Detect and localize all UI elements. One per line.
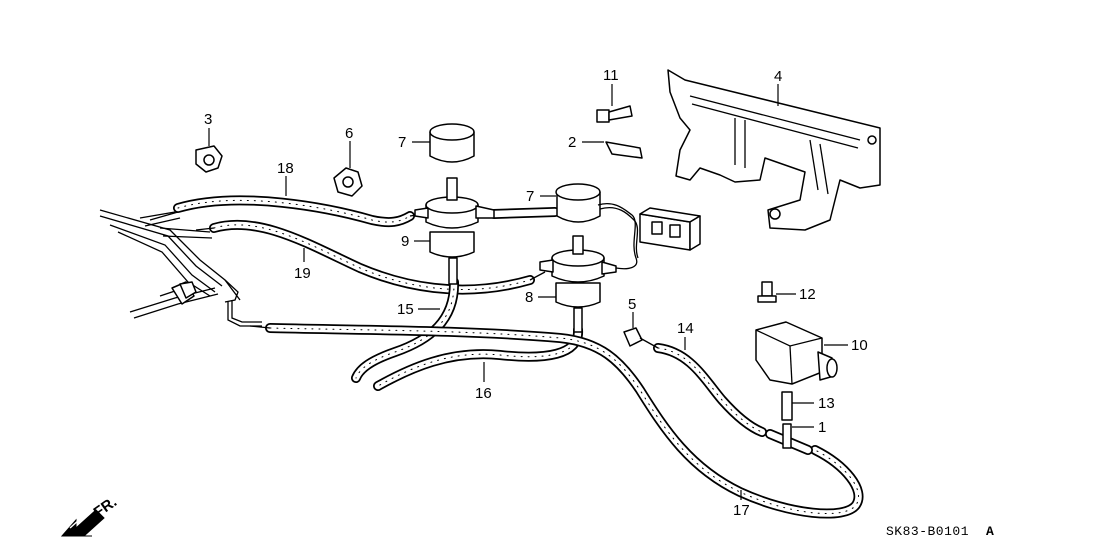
bolt-12 bbox=[757, 281, 777, 303]
map-sensor-10 bbox=[755, 321, 838, 385]
diagram-code-suffix: A bbox=[986, 524, 994, 539]
callout-13: 13 bbox=[818, 395, 835, 412]
electrical-connector bbox=[639, 207, 701, 251]
callout-3: 3 bbox=[204, 111, 212, 128]
callout-16: 16 bbox=[475, 385, 492, 402]
diagram-code-block: SK83-B0101 A bbox=[886, 524, 994, 539]
front-direction-indicator: FR. bbox=[60, 493, 120, 537]
tube-1 bbox=[782, 423, 792, 449]
front-direction-arrow-icon bbox=[60, 509, 105, 537]
bracket-4 bbox=[667, 69, 881, 231]
hose-14 bbox=[653, 343, 767, 437]
hose-clamp-on-tubes bbox=[171, 281, 197, 305]
callout-1: 1 bbox=[818, 419, 826, 436]
callout-labels: 1 2 3 4 5 6 7 7 8 9 10 11 12 13 14 15 16… bbox=[204, 67, 868, 519]
diagram-code: SK83-B0101 bbox=[886, 524, 969, 539]
hose-13 bbox=[781, 391, 793, 421]
callout-8: 8 bbox=[525, 289, 533, 306]
callout-15: 15 bbox=[397, 301, 414, 318]
callout-6: 6 bbox=[345, 125, 353, 142]
hose-15 bbox=[351, 277, 460, 383]
leader-lines bbox=[208, 84, 848, 500]
hard-tube-bundle bbox=[99, 209, 262, 327]
fitting-5 bbox=[623, 327, 659, 349]
clip-3 bbox=[195, 145, 223, 173]
solenoid-valve-9 bbox=[414, 177, 495, 285]
callout-4: 4 bbox=[774, 68, 782, 85]
solenoid-valve-8 bbox=[539, 235, 617, 333]
hose-19 bbox=[209, 219, 535, 295]
wire-harness bbox=[597, 203, 639, 270]
callout-14: 14 bbox=[677, 320, 694, 337]
callout-7b: 7 bbox=[526, 188, 534, 205]
valve-cap-7a bbox=[429, 123, 475, 163]
callout-9: 9 bbox=[401, 233, 409, 250]
callout-2: 2 bbox=[568, 134, 576, 151]
hose-17 bbox=[265, 323, 864, 519]
hose-18 bbox=[173, 195, 415, 228]
part-2-spacer bbox=[605, 141, 643, 159]
callout-18: 18 bbox=[277, 160, 294, 177]
bolt-11 bbox=[596, 105, 633, 123]
valve-cap-7b bbox=[555, 183, 601, 223]
callout-19: 19 bbox=[294, 265, 311, 282]
callout-7a: 7 bbox=[398, 134, 406, 151]
callout-11: 11 bbox=[603, 67, 619, 84]
callout-10: 10 bbox=[851, 337, 868, 354]
hose-16 bbox=[373, 325, 583, 391]
callout-17: 17 bbox=[733, 502, 750, 519]
callout-12: 12 bbox=[799, 286, 816, 303]
hose-short-between-valves bbox=[489, 207, 560, 219]
clip-6 bbox=[333, 167, 363, 197]
callout-5: 5 bbox=[628, 296, 636, 313]
